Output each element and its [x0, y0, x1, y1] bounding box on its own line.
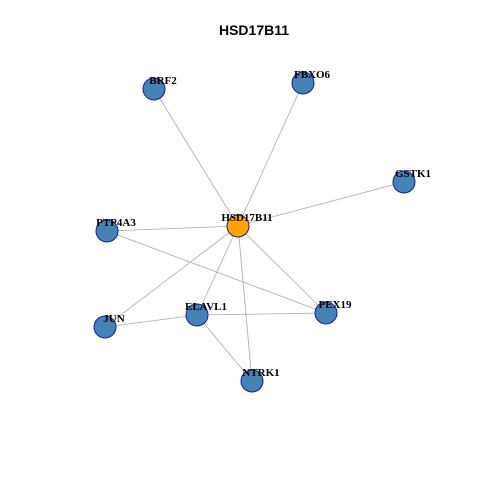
node-ptp4a3 — [95, 219, 119, 243]
edge-hsd17b11-brf2 — [153, 88, 239, 227]
edge-hsd17b11-gstk1 — [237, 181, 405, 227]
edge-hsd17b11-fbxo6 — [237, 82, 304, 227]
node-label-jun: JUN — [103, 313, 124, 325]
node-ntrk1 — [240, 369, 264, 393]
edge-hsd17b11-pex19 — [237, 225, 327, 314]
node-label-brf2: BRF2 — [149, 75, 177, 87]
edge-hsd17b11-jun — [104, 225, 239, 328]
node-label-pex19: PEX19 — [319, 299, 353, 311]
node-jun — [93, 315, 117, 339]
edge-ptp4a3-pex19 — [106, 230, 327, 314]
node-pex19 — [314, 301, 338, 325]
edge-elavl1-pex19 — [196, 312, 327, 316]
node-fbxo6 — [291, 71, 315, 95]
edge-hsd17b11-ptp4a3 — [106, 225, 239, 232]
node-label-hsd17b11: HSD17B11 — [221, 212, 272, 224]
node-label-gstk1: GSTK1 — [395, 168, 431, 180]
node-label-elavl1: ELAVL1 — [185, 301, 227, 313]
node-label-ntrk1: NTRK1 — [242, 367, 279, 379]
node-label-fbxo6: FBXO6 — [294, 69, 331, 81]
edge-hsd17b11-ntrk1 — [237, 225, 253, 382]
node-hsd17b11 — [226, 214, 250, 238]
node-gstk1 — [392, 170, 416, 194]
edge-elavl1-ntrk1 — [196, 314, 253, 382]
edge-hsd17b11-elavl1 — [196, 225, 239, 316]
node-label-ptp4a3: PTP4A3 — [96, 217, 136, 229]
diagram-title: HSD17B11 — [219, 22, 289, 38]
node-elavl1 — [185, 303, 209, 327]
edge-jun-elavl1 — [104, 314, 198, 328]
node-brf2 — [142, 77, 166, 101]
edge-layer — [104, 82, 405, 382]
